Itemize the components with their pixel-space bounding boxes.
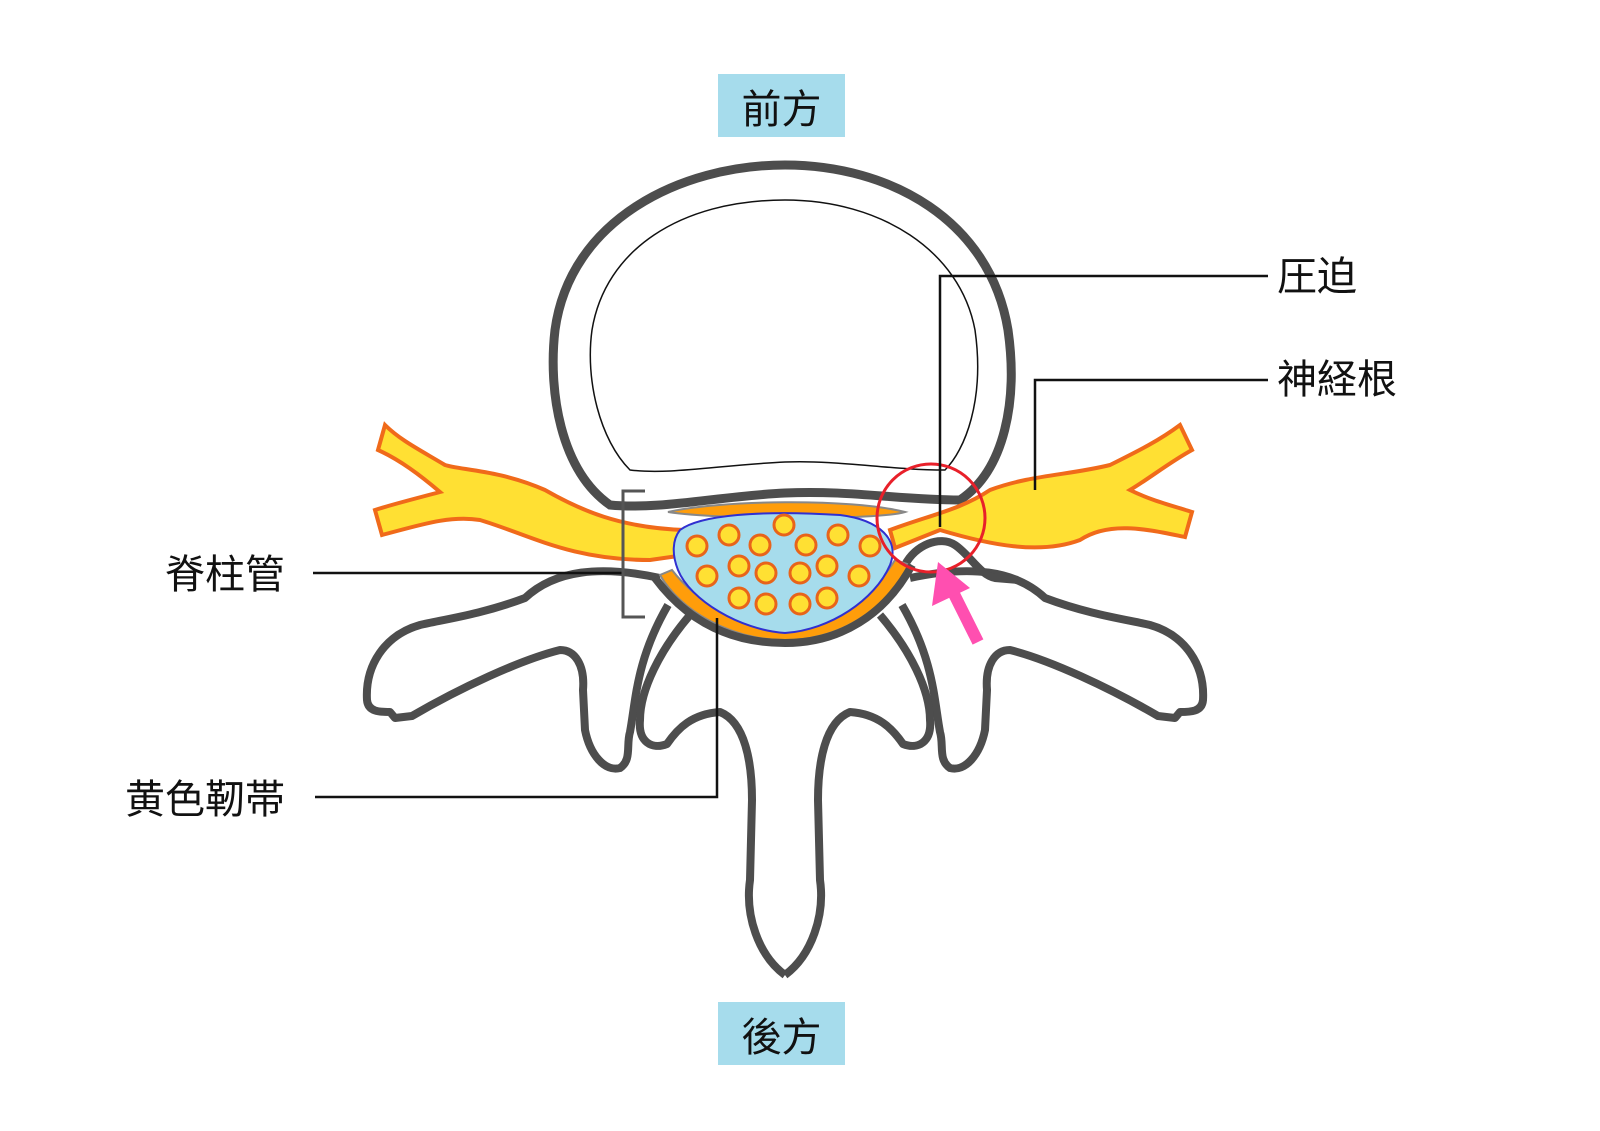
anterior-text: 前方 xyxy=(741,86,822,133)
vertebral-body-inner xyxy=(589,199,979,473)
posterior-arch-left xyxy=(362,567,788,979)
compression-highlight-circle xyxy=(875,462,987,574)
nerve-root-right xyxy=(887,421,1195,551)
leader-compression xyxy=(938,274,1268,527)
label-ligamentum-flavum: 黄色靭帯 xyxy=(125,777,285,823)
anterior-label: 前方 xyxy=(718,74,845,137)
leader-lines xyxy=(313,274,1268,799)
label-compression: 圧迫 xyxy=(1277,254,1357,300)
nerve-root-left xyxy=(372,421,687,563)
facet-joint-right xyxy=(901,537,1019,584)
canal-posterior-wall xyxy=(651,563,916,648)
label-spinal-canal: 脊柱管 xyxy=(165,552,285,598)
cauda-equina xyxy=(685,513,882,616)
label-nerve-root: 神経根 xyxy=(1277,357,1397,403)
posterior-arch-right xyxy=(782,567,1208,979)
leader-nerve-root xyxy=(1033,378,1268,490)
spinal-canal-bracket xyxy=(621,489,645,619)
compression-arrow xyxy=(932,562,984,645)
leader-ligamentum-flavum xyxy=(315,618,719,799)
posterior-label: 後方 xyxy=(718,1002,845,1065)
posterior-text: 後方 xyxy=(741,1014,822,1061)
vertebral-body xyxy=(548,160,1016,511)
